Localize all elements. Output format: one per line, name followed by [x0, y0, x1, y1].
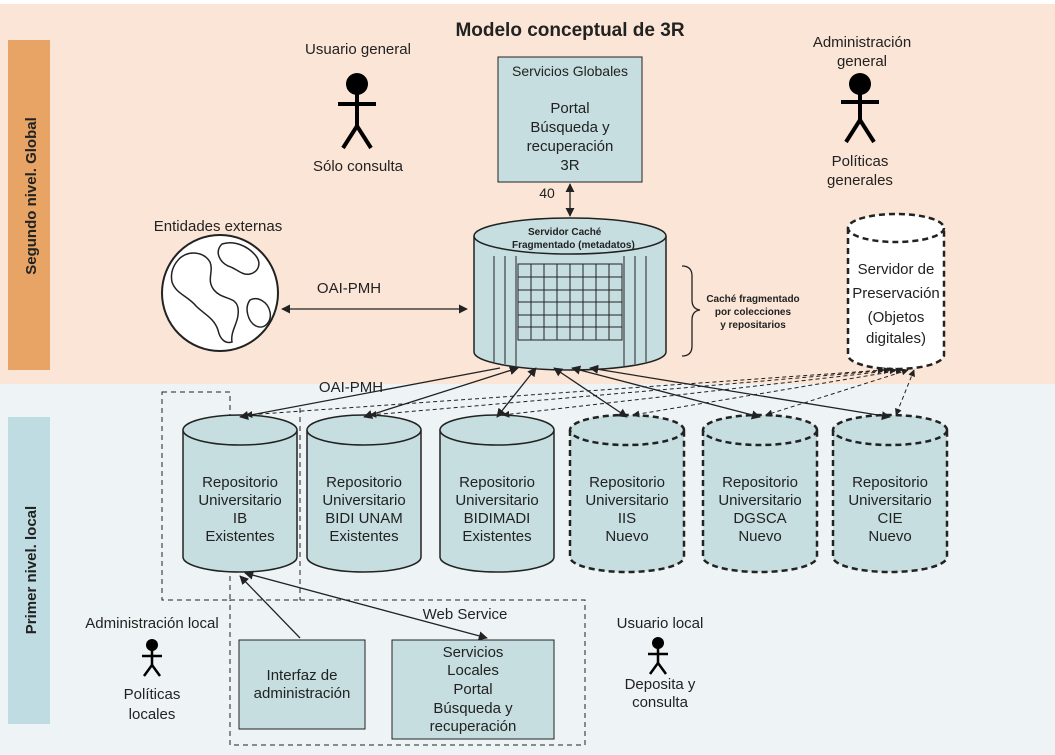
general-user-title: Usuario general — [305, 41, 411, 58]
repository-label: Repositorio — [326, 474, 402, 491]
preservation-line-2: Preservación — [852, 285, 940, 302]
local-level-band — [8, 417, 50, 724]
cache-note-line3: y repositarios — [720, 320, 786, 331]
repository-label: Repositorio — [589, 474, 665, 491]
local-services-box — [391, 639, 555, 740]
global-services-header: Servicios Globales — [512, 63, 628, 79]
general-admin-title-line1: Administración — [813, 34, 911, 51]
local-level-label: Primer nivel. local — [23, 506, 40, 634]
repository-links — [239, 364, 915, 421]
global-services-line-3: recuperación — [527, 138, 614, 155]
repository-label: Repositorio — [459, 474, 535, 491]
local-admin-person-icon — [142, 639, 162, 677]
repository-label: Repositorio — [722, 474, 798, 491]
repository-label: Nuevo — [868, 528, 911, 545]
repository-label: DGSCA — [733, 510, 786, 527]
repositories-protocol-label: OAI-PMH — [319, 379, 383, 396]
preservation-line-1: Servidor de — [858, 261, 935, 278]
general-admin-caption-line1: Políticas — [832, 153, 889, 170]
admin-interface-line-2: administración — [254, 685, 351, 702]
repository-label: Universitario — [198, 492, 281, 509]
repository-label: Repositorio — [202, 474, 278, 491]
preservation-repository-arrow — [895, 369, 915, 416]
local-admin-caption-line2: locales — [129, 706, 176, 723]
repository-label: Existentes — [462, 528, 531, 545]
external-entities-label: Entidades externas — [154, 218, 282, 235]
cache-fragment-grid — [517, 263, 623, 341]
cache-brace — [681, 265, 701, 357]
local-services-line-4: Búsqueda y — [433, 700, 513, 717]
external-protocol-label: OAI-PMH — [317, 280, 381, 297]
repository-cylinders: RepositorioUniversitarioIBExistentesRepo… — [182, 413, 949, 574]
local-user-person-icon — [648, 637, 668, 675]
general-user-caption: Sólo consulta — [313, 158, 404, 175]
global-level-band — [8, 40, 50, 370]
ib-group-outline — [161, 391, 231, 601]
preservation-line-4: digitales) — [866, 330, 926, 347]
repository-label: Universitario — [848, 492, 931, 509]
web-service-label: Web Service — [423, 606, 508, 623]
preservation-server-cylinder — [846, 212, 946, 371]
web-service-arrow — [244, 570, 488, 641]
cache-repository-arrow — [589, 364, 891, 421]
repository-cylinder: RepositorioUniversitarioBIDIMADIExistent… — [439, 414, 555, 573]
local-services-line-2: Locales — [447, 662, 499, 679]
diagram-title: Modelo conceptual de 3R — [455, 20, 684, 41]
repository-label: Universitario — [322, 492, 405, 509]
repository-label: CIE — [877, 510, 902, 527]
global-services-box — [497, 56, 643, 183]
admin-interface-line-1: Interfaz de — [267, 667, 338, 684]
local-admin-caption-line1: Políticas — [124, 686, 181, 703]
local-user-caption-line1: Deposita y — [625, 676, 696, 693]
general-admin-person-icon — [841, 73, 879, 144]
local-services-line-1: Servicios — [443, 644, 504, 661]
repository-label: Nuevo — [738, 528, 781, 545]
general-admin-caption-line2: generales — [827, 172, 893, 189]
repository-label: IIS — [618, 510, 636, 527]
local-admin-title: Administración local — [85, 615, 218, 632]
general-admin-title-line2: general — [837, 53, 887, 70]
repository-label: Repositorio — [852, 474, 928, 491]
globe-icon — [161, 234, 279, 352]
admin-interface-box — [238, 639, 366, 730]
local-user-title: Usuario local — [617, 615, 704, 632]
admin-interface-arrow — [239, 575, 301, 639]
repository-label: BIDI UNAM — [325, 510, 403, 527]
repository-label: Universitario — [585, 492, 668, 509]
repository-label: Existentes — [205, 528, 274, 545]
link-number-label: 40 — [539, 185, 555, 201]
cache-server-label-line2: Fragmentado (metadatos) — [512, 240, 635, 251]
cache-server-label-line1: Servidor Caché — [528, 227, 602, 238]
repository-label: Nuevo — [605, 528, 648, 545]
general-user-person-icon — [338, 73, 376, 150]
cache-note-line1: Caché fragmentado — [706, 294, 799, 305]
cache-server-cylinder — [473, 217, 667, 371]
local-services-line-3: Portal — [453, 681, 492, 698]
global-services-line-1: Portal — [550, 100, 589, 117]
preservation-line-3: (Objetos — [868, 309, 925, 326]
repository-label: Existentes — [329, 528, 398, 545]
global-services-line-2: Búsqueda y — [530, 119, 610, 136]
repository-label: Universitario — [455, 492, 538, 509]
repository-label: BIDIMADI — [464, 510, 531, 527]
local-services-line-5: recuperación — [430, 718, 517, 735]
global-services-line-4: 3R — [560, 157, 579, 174]
global-level-label: Segundo nivel. Global — [23, 117, 40, 275]
repository-label: Universitario — [718, 492, 801, 509]
cache-note-line2: por colecciones — [715, 307, 792, 318]
local-user-caption-line2: consulta — [632, 694, 689, 711]
repository-label: IB — [233, 510, 247, 527]
